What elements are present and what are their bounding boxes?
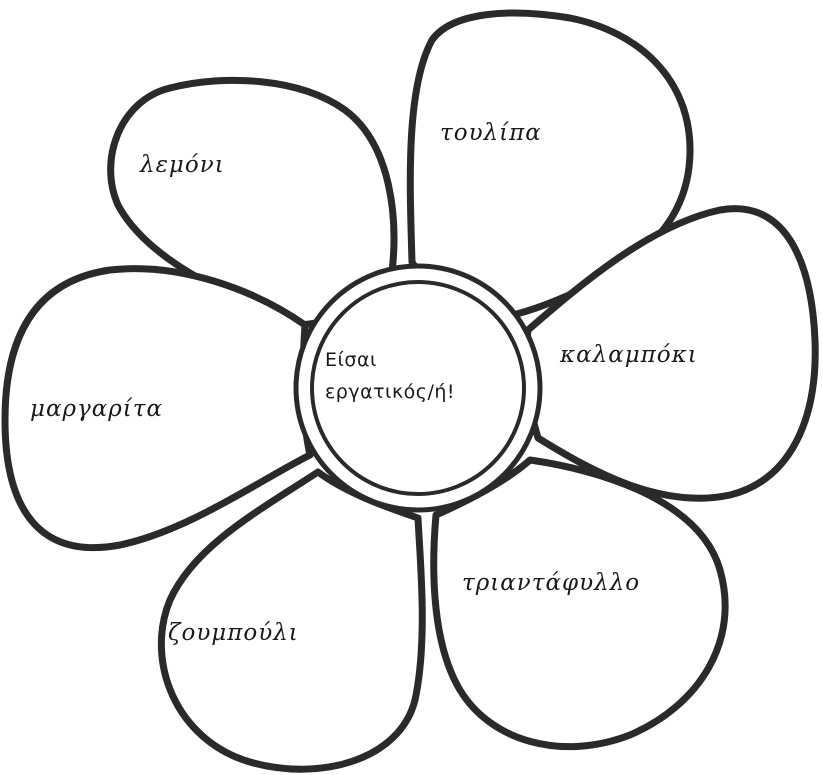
petal-label-triantafyllo: τριαντάφυλλο <box>462 570 640 596</box>
petal-label-zoumpouli: ζουμπούλι <box>168 620 299 646</box>
center-text-line1: Είσαι <box>325 349 377 371</box>
center-text-line2: εργατικός/ή! <box>325 381 455 403</box>
petal-label-kalampoki: καλαμπόκι <box>559 342 698 368</box>
flower-center: Είσαι εργατικός/ή! <box>296 266 540 510</box>
petal-label-lemoni: λεμόνι <box>139 152 225 178</box>
petal-bottom-right: τριαντάφυλλο <box>434 460 725 747</box>
petal-label-toulipa: τουλίπα <box>440 120 542 146</box>
petal-label-margarita: μαργαρίτα <box>30 396 163 422</box>
